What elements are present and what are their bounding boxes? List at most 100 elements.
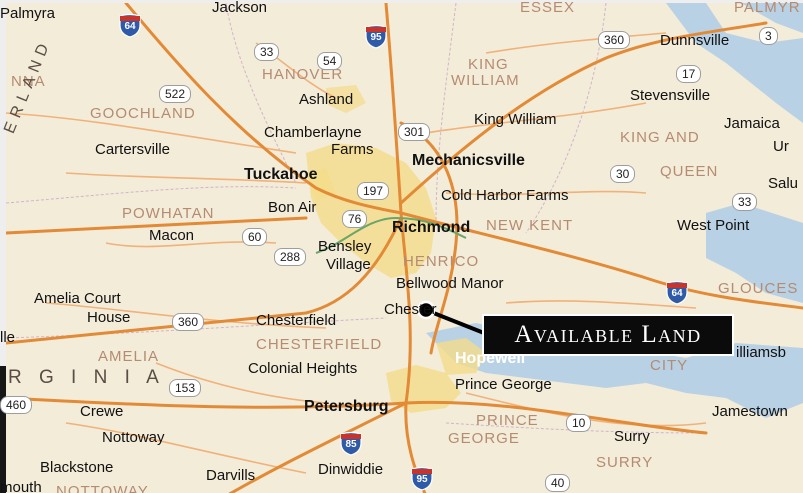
road-minor-4 xyxy=(45,302,327,329)
interstate-shield-95-north: 95 xyxy=(364,24,388,49)
label-lle: lle xyxy=(0,329,16,346)
interstate-shield-64-west: 64 xyxy=(118,13,142,38)
interstate-shield-85: 85 xyxy=(339,431,363,456)
road-minor-7 xyxy=(445,190,647,196)
shield-route-33: 33 xyxy=(254,43,280,61)
label-nna: NNA xyxy=(11,73,46,90)
label-williamsburg: illiamsb xyxy=(736,344,787,361)
label-bon-air: Bon Air xyxy=(268,199,317,216)
shield-route-288: 288 xyxy=(274,248,307,266)
label-crewe: Crewe xyxy=(80,403,124,420)
label-prince-county: PRINCE xyxy=(476,412,539,429)
potomac-water xyxy=(741,3,803,33)
label-new-kent: NEW KENT xyxy=(486,217,574,234)
label-stevensville: Stevensville xyxy=(630,87,711,104)
label-west-point: West Point xyxy=(677,217,750,234)
label-cartersville: Cartersville xyxy=(95,141,171,158)
york-river-water xyxy=(706,203,803,303)
interstate-64-west xyxy=(124,3,403,215)
parkway-green xyxy=(315,216,467,254)
county-line-4 xyxy=(435,3,457,224)
label-macon: Macon xyxy=(149,227,195,244)
interstate-shield-95-south: 95 xyxy=(410,466,434,491)
label-bensley: Bensley xyxy=(318,238,372,255)
label-city: CITY xyxy=(650,357,689,374)
label-blackstone: Blackstone xyxy=(40,459,114,476)
label-farms: Farms xyxy=(331,141,374,158)
label-mouth: mouth xyxy=(0,479,42,493)
road-minor-9 xyxy=(505,300,697,309)
shield-route-10: 10 xyxy=(566,414,592,432)
road-minor-5 xyxy=(65,422,307,474)
label-richmond: Richmond xyxy=(392,219,471,236)
label-cold-harbor-farms: Cold Harbor Farms xyxy=(441,187,569,204)
label-nottoway: Nottoway xyxy=(102,429,165,446)
available-land-marker xyxy=(416,300,436,320)
label-colonial-heights: Colonial Heights xyxy=(248,360,358,377)
shield-route-360-south: 360 xyxy=(172,313,205,331)
shield-route-76: 76 xyxy=(342,210,368,228)
shield-route-197: 197 xyxy=(357,182,390,200)
county-line-2 xyxy=(225,3,297,184)
shield-route-301: 301 xyxy=(398,123,431,141)
label-surry-county: SURRY xyxy=(596,454,654,471)
road-minor-11 xyxy=(155,362,327,404)
interstate-95 xyxy=(384,3,427,493)
label-chesterfield-county: CHESTERFIELD xyxy=(256,336,383,353)
road-minor-2 xyxy=(65,172,307,184)
map-frame xyxy=(6,3,803,493)
label-jamestown: Jamestown xyxy=(712,403,788,420)
label-nottoway-county: NOTTOWAY xyxy=(56,483,149,493)
road-minor-6 xyxy=(425,102,647,134)
callout-pointer-line xyxy=(425,308,485,335)
label-palmyr: PALMYR xyxy=(734,0,801,16)
shield-route-460: 460 xyxy=(0,396,33,414)
available-land-callout: Available Land xyxy=(482,314,734,356)
shield-route-60: 60 xyxy=(242,228,268,246)
label-george-county: GEORGE xyxy=(448,430,520,447)
label-salu: Salu xyxy=(768,175,799,192)
shield-route-40: 40 xyxy=(545,474,571,492)
label-jackson: Jackson xyxy=(212,0,268,16)
label-goochland-county: GOOCHLAND xyxy=(90,105,196,122)
shield-route-17: 17 xyxy=(676,65,702,83)
route-60 xyxy=(6,216,308,235)
label-village: Village xyxy=(326,256,371,273)
hopewell-urban-area xyxy=(436,338,486,375)
road-minor-8 xyxy=(485,32,667,54)
label-tuckahoe: Tuckahoe xyxy=(244,166,318,183)
label-powhatan-county: POWHATAN xyxy=(122,205,215,222)
label-queen: QUEEN xyxy=(660,163,719,180)
label-glouces: GLOUCES xyxy=(718,280,799,297)
route-460 xyxy=(6,396,708,435)
label-surry-town: Surry xyxy=(614,428,650,445)
label-darvills: Darvills xyxy=(206,467,256,484)
label-house: House xyxy=(87,309,131,326)
label-king-william-county-2: WILLIAM xyxy=(451,72,520,89)
shield-route-522: 522 xyxy=(159,85,192,103)
label-dunnsville: Dunnsville xyxy=(660,32,730,49)
label-ur: Ur xyxy=(773,138,789,155)
label-chesterfield: Chesterfield xyxy=(256,312,337,329)
shield-route-33-east: 33 xyxy=(732,193,758,211)
label-king-william: King William xyxy=(474,111,557,128)
ashland-urban-area xyxy=(326,85,366,113)
interstate-shield-64-east: 64 xyxy=(665,280,689,305)
label-amelia-county: AMELIA xyxy=(98,348,160,365)
interstate-64-east xyxy=(399,211,803,310)
label-amelia-court: Amelia Court xyxy=(34,290,121,307)
label-henrico: HENRICO xyxy=(403,253,480,270)
label-ashland: Ashland xyxy=(299,91,354,108)
label-dinwiddie: Dinwiddie xyxy=(318,461,384,478)
label-king-william-county: KING xyxy=(468,56,509,73)
label-essex: ESSEX xyxy=(520,0,576,16)
shield-route-54: 54 xyxy=(317,52,343,70)
label-chamberlayne: Chamberlayne xyxy=(264,124,362,141)
label-palmyra: Palmyra xyxy=(0,5,56,22)
label-petersburg: Petersburg xyxy=(304,398,389,415)
label-king-and: KING AND xyxy=(620,129,700,146)
label-chester: Chester xyxy=(384,301,437,318)
label-bellwood-manor: Bellwood Manor xyxy=(396,275,504,292)
road-minor-1 xyxy=(6,112,297,154)
